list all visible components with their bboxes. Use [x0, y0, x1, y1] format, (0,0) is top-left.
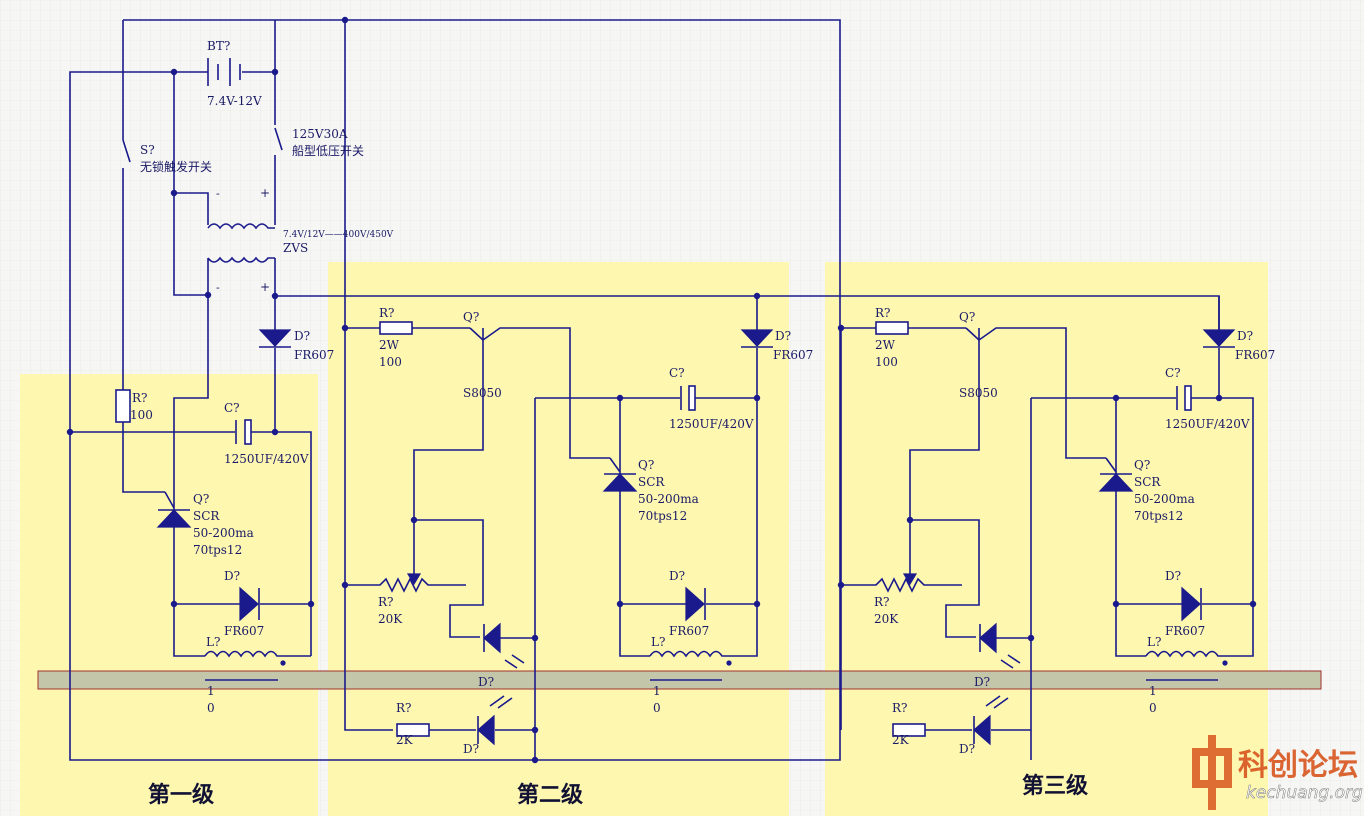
s3-led-res-value: 2K [892, 733, 910, 747]
labels-stage2: R? 2W 100 Q? S8050 D? FR607 C? 1250UF/42… [378, 306, 813, 756]
s2-rp-watt: 2W [379, 338, 400, 352]
s2-pot-ref: R? [378, 595, 393, 609]
s2-coil-ref: L? [651, 635, 665, 649]
watermark-main: 科创论坛 [1238, 748, 1358, 783]
s1-coil-n1: 1 [207, 684, 215, 698]
power-switch-rating: 125V30A [292, 127, 348, 141]
s3-flyback-ref: D? [1165, 569, 1181, 583]
stage3-title: 第三级 [1022, 773, 1088, 799]
s2-cap-value: 1250UF/420V [669, 417, 754, 431]
s3-led-emitter-ref: D? [959, 742, 975, 756]
s1-diode-ref: D? [294, 329, 310, 343]
s3-cap-value: 1250UF/420V [1165, 417, 1250, 431]
s2-q-part: S8050 [463, 386, 502, 400]
s2-q-ref: Q? [463, 310, 479, 324]
s3-pot-value: 20K [874, 612, 899, 626]
battery-ref: BT? [207, 39, 230, 53]
zvs-plus-top: + [260, 186, 270, 200]
s2-cap-ref: C? [669, 366, 685, 380]
s1-coil-n0: 0 [207, 701, 215, 715]
trigger-switch-ref: S? [140, 143, 155, 157]
s2-rp-ref: R? [379, 306, 394, 320]
s2-rp-value: 100 [379, 355, 402, 369]
power-switch-desc: 船型低压开关 [292, 144, 364, 158]
s3-led-sensor-ref: D? [974, 675, 990, 689]
s3-flyback-part: FR607 [1165, 624, 1205, 638]
zvs-name: ZVS [283, 241, 308, 255]
logo-icon [1192, 735, 1232, 810]
s2-flyback-ref: D? [669, 569, 685, 583]
stage1-title: 第一级 [148, 782, 214, 808]
s2-diode-ref: D? [775, 329, 791, 343]
s3-coil-n1: 1 [1149, 684, 1157, 698]
stage3-circuit [841, 296, 1254, 760]
s3-rp-watt: 2W [875, 338, 896, 352]
s1-scr-part: 70tps12 [193, 543, 242, 557]
s3-scr-current: 50-200ma [1134, 492, 1195, 506]
stage2-title: 第二级 [517, 782, 583, 808]
s2-flyback-part: FR607 [669, 624, 709, 638]
s3-coil-ref: L? [1147, 635, 1161, 649]
s3-led-res-ref: R? [892, 701, 907, 715]
labels-stage1: D? FR607 R? 100 C? 1250UF/420V Q? SCR 50… [130, 329, 334, 715]
s3-q-ref: Q? [959, 310, 975, 324]
s2-led-emitter-ref: D? [463, 742, 479, 756]
s2-scr-part: 70tps12 [638, 509, 687, 523]
s2-led-res-ref: R? [396, 701, 411, 715]
s3-rp-value: 100 [875, 355, 898, 369]
watermark-logo: 科创论坛 kechuang.org [1192, 735, 1363, 810]
s3-scr-type: SCR [1134, 475, 1161, 489]
s2-scr-type: SCR [638, 475, 665, 489]
zvs-minus-top: - [216, 187, 220, 200]
s2-diode-part: FR607 [773, 348, 813, 362]
trigger-switch-desc: 无锁触发开关 [140, 159, 212, 174]
zvs-ratio: 7.4V/12V——400V/450V [283, 230, 394, 240]
s2-led-sensor-ref: D? [478, 675, 494, 689]
s3-diode-part: FR607 [1235, 348, 1275, 362]
s2-pot-value: 20K [378, 612, 403, 626]
s3-cap-ref: C? [1165, 366, 1181, 380]
battery-value: 7.4V-12V [207, 94, 262, 108]
s1-scr-ref: Q? [193, 492, 209, 506]
s1-flyback-part: FR607 [224, 624, 264, 638]
s2-scr-ref: Q? [638, 458, 654, 472]
s1-res-value: 100 [130, 408, 153, 422]
stage1-circuit [70, 389, 312, 681]
s1-cap-value: 1250UF/420V [224, 452, 309, 466]
labels-stage3: R? 2W 100 Q? S8050 D? FR607 C? 1250UF/42… [874, 306, 1275, 756]
stage1-region [20, 374, 318, 816]
s1-scr-type: SCR [193, 509, 220, 523]
s1-res-ref: R? [132, 391, 147, 405]
s3-diode-ref: D? [1237, 329, 1253, 343]
junctions [66, 16, 1257, 764]
s2-led-res-value: 2K [396, 733, 414, 747]
labels-power: BT? 7.4V-12V S? 无锁触发开关 125V30A 船型低压开关 - … [140, 39, 394, 294]
stage2-circuit [345, 296, 774, 760]
s3-scr-part: 70tps12 [1134, 509, 1183, 523]
s3-pot-ref: R? [874, 595, 889, 609]
s3-scr-ref: Q? [1134, 458, 1150, 472]
watermark-url: kechuang.org [1246, 783, 1363, 803]
zvs-minus-bottom: - [216, 281, 220, 294]
s1-cap-ref: C? [224, 401, 240, 415]
s3-q-part: S8050 [959, 386, 998, 400]
s2-coil-n1: 1 [653, 684, 661, 698]
s1-coil-ref: L? [206, 635, 220, 649]
s1-diode-part: FR607 [294, 348, 334, 362]
s1-scr-current: 50-200ma [193, 526, 254, 540]
s1-flyback-ref: D? [224, 569, 240, 583]
s3-coil-n0: 0 [1149, 701, 1157, 715]
s3-rp-ref: R? [875, 306, 890, 320]
zvs-plus-bottom: + [260, 280, 270, 294]
s2-scr-current: 50-200ma [638, 492, 699, 506]
s2-coil-n0: 0 [653, 701, 661, 715]
